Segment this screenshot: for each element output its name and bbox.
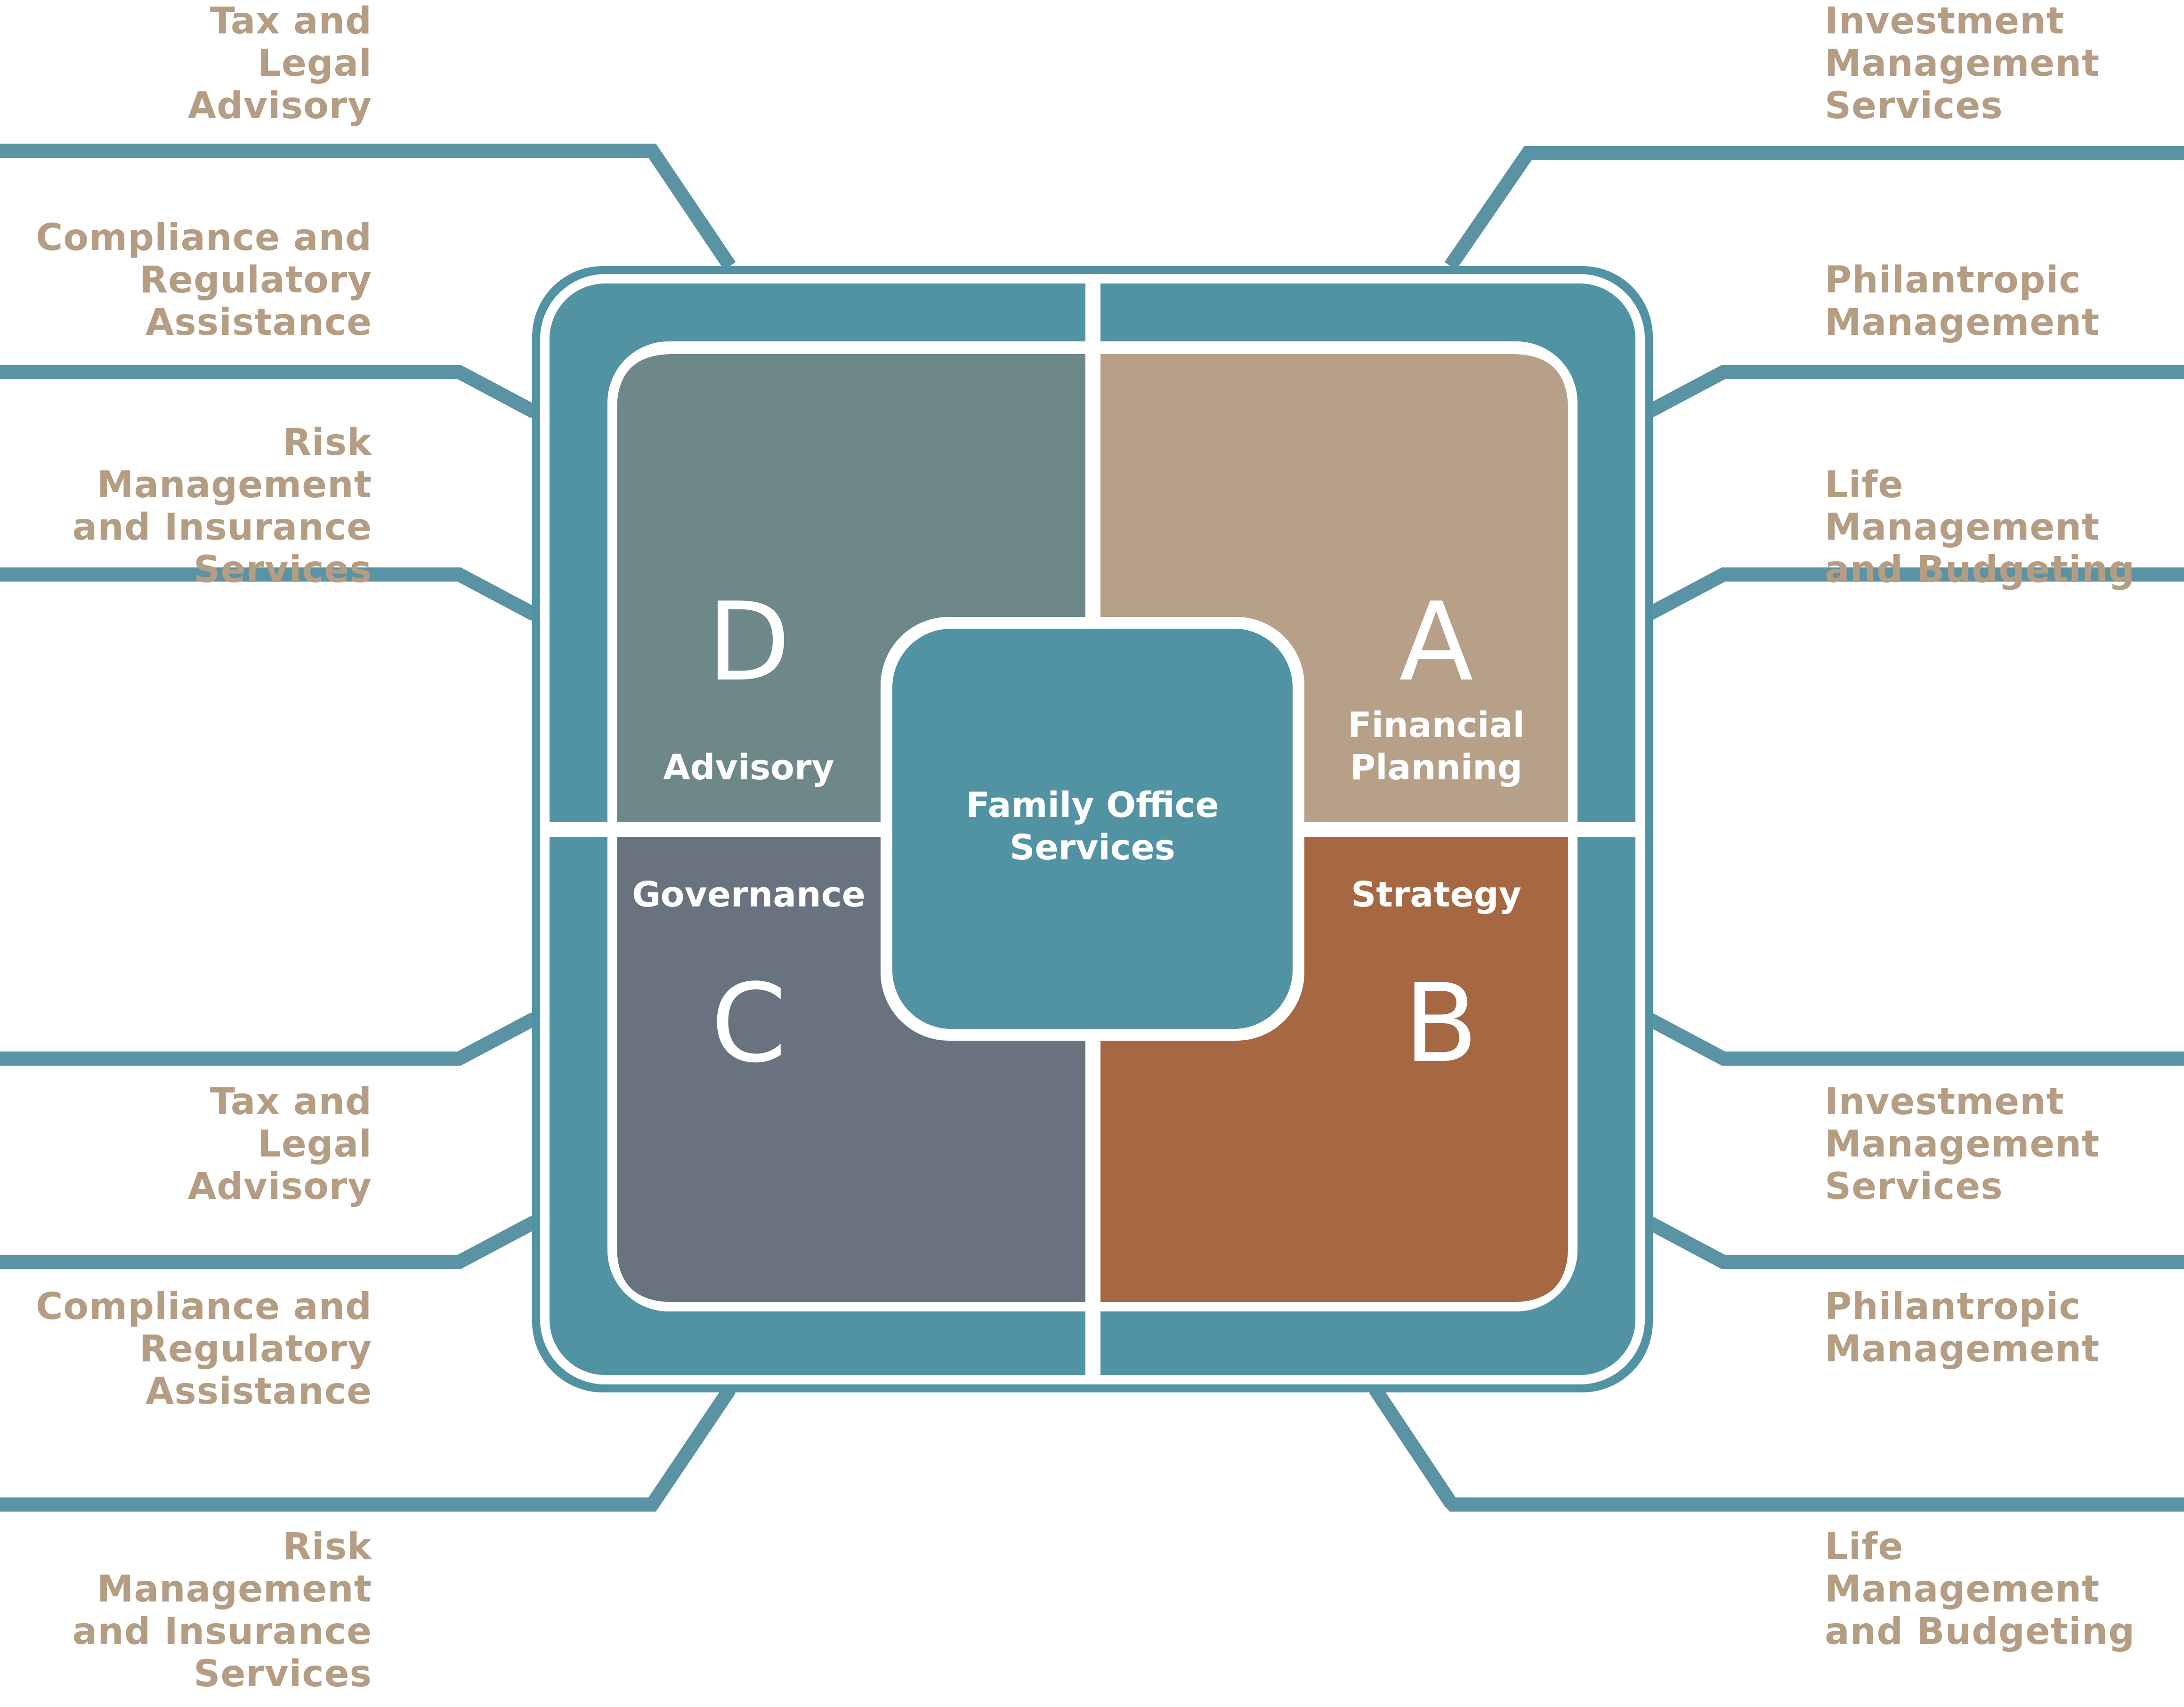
connector-br-1 xyxy=(1644,1012,2184,1066)
connector-bl-2 xyxy=(0,1215,538,1269)
label-tr-life: Life Management and Budgeting xyxy=(1825,464,2135,591)
quadrant-letter-b: B xyxy=(1404,961,1478,1087)
quadrant-letter-c: C xyxy=(711,961,787,1087)
label-bl-compliance: Compliance and Regulatory Assistance xyxy=(36,1286,372,1413)
quadrant-letter-a: A xyxy=(1399,580,1473,705)
connector-br-2 xyxy=(1644,1215,2184,1269)
quadrant-name-advisory: Advisory xyxy=(663,747,834,788)
label-tl-risk: Risk Management and Insurance Services xyxy=(72,421,372,591)
quadrant-name-financial-planning: Financial Planning xyxy=(1348,705,1525,788)
connector-tl-2 xyxy=(0,365,538,419)
center-label: Family Office Services xyxy=(966,785,1219,868)
connector-bl-1 xyxy=(0,1012,538,1066)
connector-tr-3 xyxy=(1644,567,2184,621)
quadrant-letter-d: D xyxy=(707,580,791,705)
connectors xyxy=(0,144,2184,1512)
label-tr-philantropic: Philantropic Management xyxy=(1825,259,2100,344)
connector-tr-1 xyxy=(1444,146,2184,270)
connector-tl-3 xyxy=(0,567,538,621)
label-bl-tax-legal: Tax and Legal Advisory xyxy=(187,1081,372,1208)
connector-tl-1 xyxy=(0,144,736,270)
label-bl-risk: Risk Management and Insurance Services xyxy=(72,1526,372,1695)
connector-tr-2 xyxy=(1644,365,2184,419)
center-box xyxy=(892,629,1293,1029)
connector-br-3 xyxy=(1369,1385,2184,1512)
quadrant-name-governance: Governance xyxy=(632,874,866,915)
connector-bl-3 xyxy=(0,1385,736,1512)
label-br-investment: Investment Management Services xyxy=(1825,1081,2100,1208)
quadrant-name-strategy: Strategy xyxy=(1351,874,1521,915)
label-tr-investment: Investment Management Services xyxy=(1825,0,2100,127)
label-tl-tax-legal: Tax and Legal Advisory xyxy=(187,0,372,127)
label-br-philantropic: Philantropic Management xyxy=(1825,1286,2100,1370)
label-tl-compliance: Compliance and Regulatory Assistance xyxy=(36,217,372,344)
label-br-life: Life Management and Budgeting xyxy=(1825,1526,2135,1653)
